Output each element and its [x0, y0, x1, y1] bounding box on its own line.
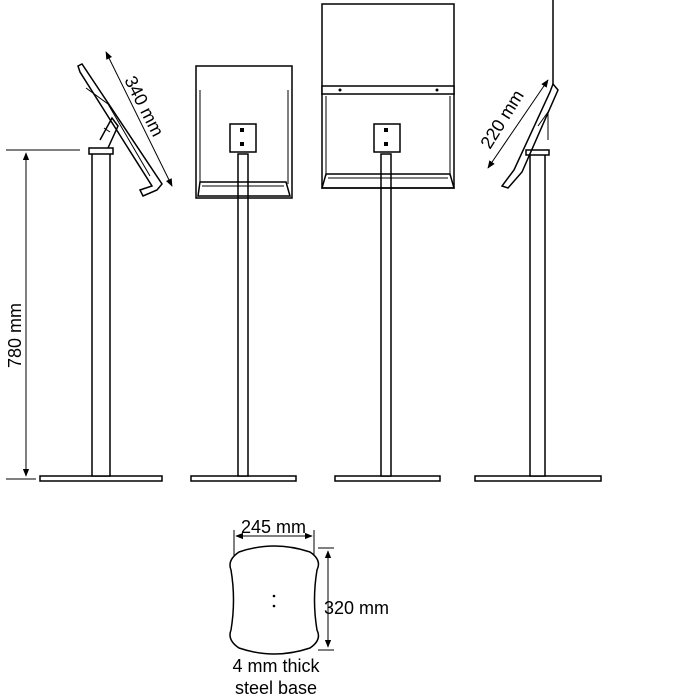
dimension-label-320: 320 mm: [324, 598, 389, 618]
front-view-small: [190, 65, 297, 482]
base-top-view: 245 mm 320 mm 4 mm thick steel base: [229, 517, 389, 698]
dimension-label-245: 245 mm: [241, 517, 306, 537]
pole: [529, 153, 546, 477]
dimension-label-780: 780 mm: [5, 303, 25, 368]
steel-base-outline: [229, 545, 320, 655]
tray: [321, 173, 455, 189]
pole: [237, 153, 249, 477]
height-dimension: 780 mm: [5, 149, 80, 480]
top-rail: [321, 85, 455, 95]
tray: [197, 181, 291, 197]
mount-hole: [272, 594, 276, 598]
side-view-tilted: 340 mm: [39, 51, 173, 482]
holder-frame: [195, 65, 293, 199]
dimension-label-220: 220 mm: [476, 86, 527, 152]
pole: [91, 151, 111, 477]
pole: [380, 153, 392, 477]
dimension-line-340: [105, 51, 173, 187]
base-note-line1: 4 mm thick: [232, 656, 320, 676]
side-view-small-tilted: 220 mm: [474, 0, 602, 482]
dimension-line-220: [487, 79, 549, 169]
bracket: [99, 116, 119, 149]
front-view-large: [321, 3, 455, 482]
pole-head: [88, 147, 114, 155]
base-note-line2: steel base: [235, 678, 317, 698]
mount-hole: [272, 604, 276, 608]
